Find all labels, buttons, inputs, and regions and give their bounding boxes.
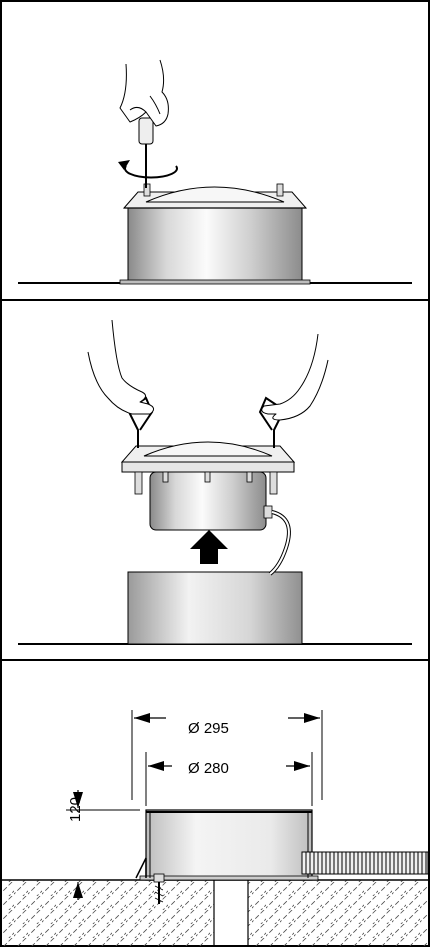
hand-icon (119, 59, 169, 127)
panel-dimensions (2, 710, 429, 946)
ground-hatch-left (2, 880, 214, 946)
dimension-inner-diameter (145, 752, 313, 806)
recessed-housing (127, 206, 303, 284)
up-arrow-icon (190, 530, 228, 564)
hand-icon (261, 333, 329, 421)
screw-icon (135, 857, 165, 904)
rotation-arrow-icon (118, 160, 178, 179)
panel-step-2 (18, 319, 412, 645)
inner-diameter-label: Ø 280 (188, 760, 229, 777)
outer-diameter-label: Ø 295 (188, 720, 229, 737)
lamp-dome (143, 441, 273, 457)
recessed-housing (145, 809, 313, 881)
panel-step-1 (18, 59, 412, 285)
dimension-outer-diameter (131, 710, 323, 800)
lifting-hook-right (258, 396, 286, 448)
lamp-flange (121, 461, 295, 473)
screwdriver-icon (138, 117, 154, 188)
housing-base-flange (119, 279, 311, 285)
ground-hatch-right (248, 880, 428, 946)
conduit-pipe (301, 851, 429, 875)
hand-icon (87, 319, 154, 415)
height-label: 120 (67, 796, 84, 822)
lamp-dome (145, 186, 285, 203)
recessed-housing (127, 571, 303, 645)
dimension-height (66, 790, 140, 900)
